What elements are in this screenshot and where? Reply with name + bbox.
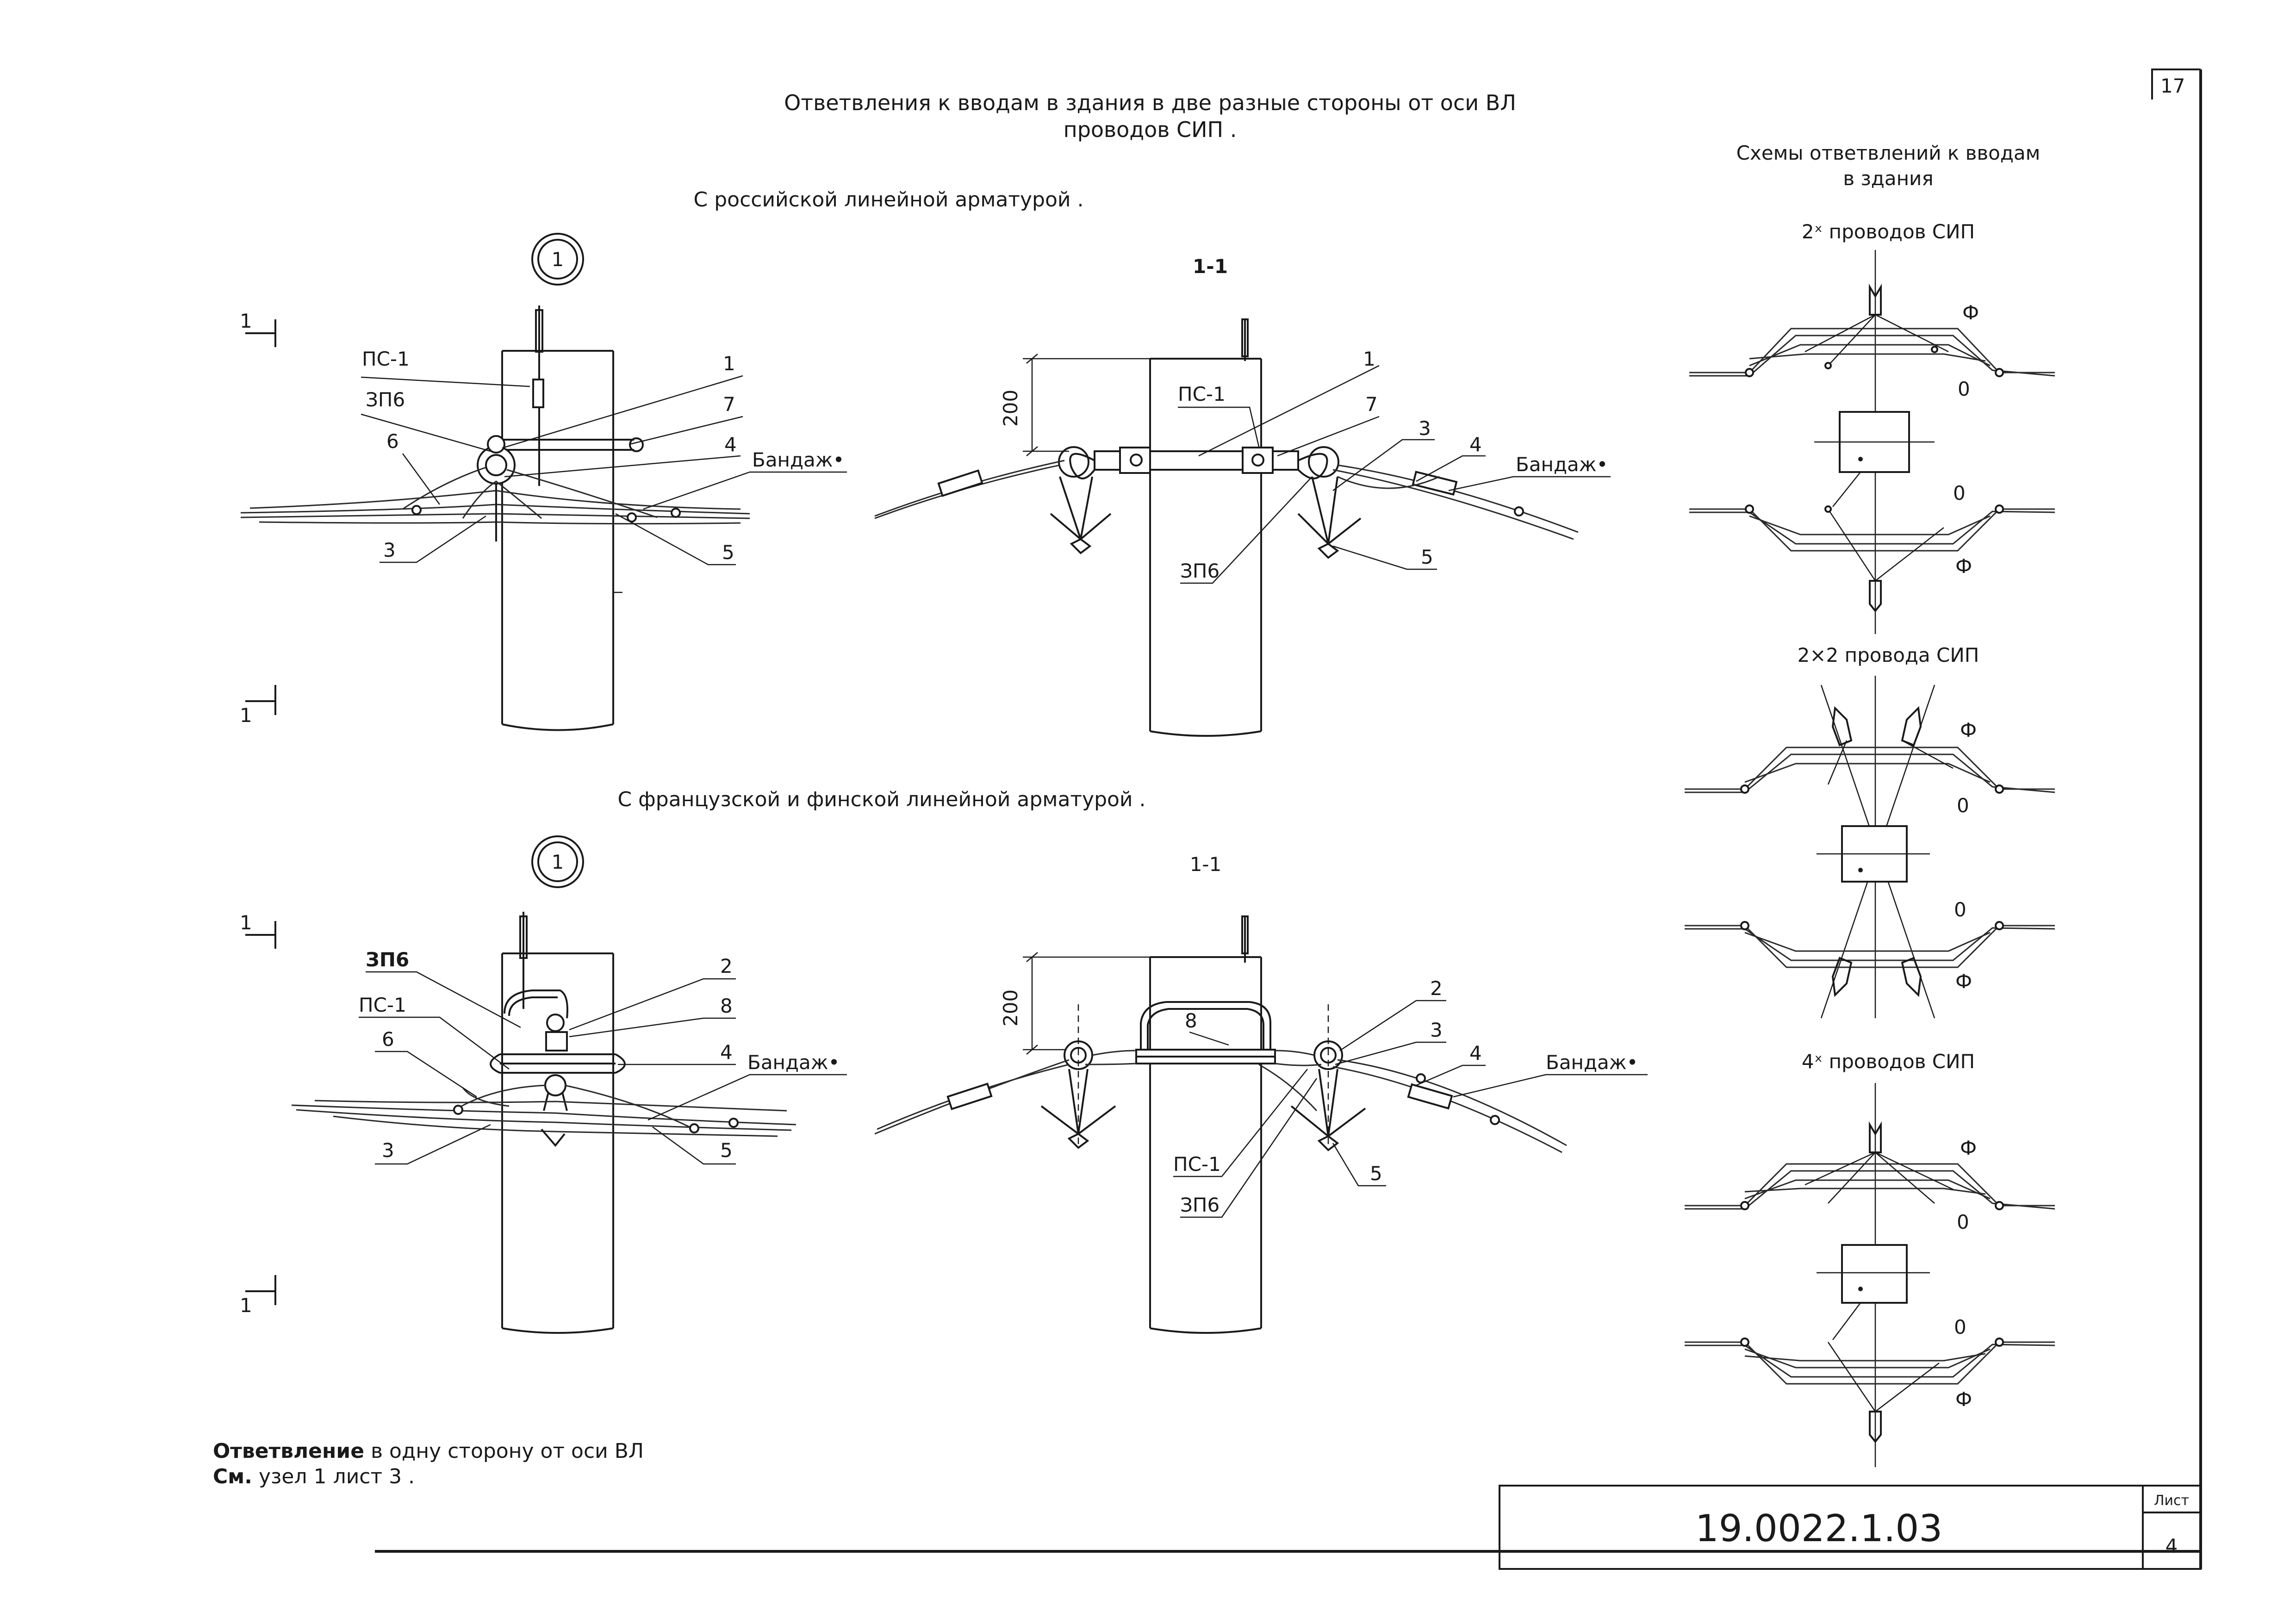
- russian-section-view: 1-1 200: [874, 255, 1611, 737]
- node-marker-number: 1: [552, 248, 564, 271]
- label-2: 2: [1430, 977, 1443, 1000]
- label-3: 3: [383, 539, 396, 561]
- label-5: 5: [720, 1139, 733, 1162]
- label-1: 1: [723, 352, 735, 375]
- document-code: 19.0022.1.03: [1695, 1507, 1942, 1550]
- label-zp6: ЗП6: [1180, 560, 1220, 582]
- symbol-zero: 0: [1958, 378, 1970, 400]
- symbol-zero: 0: [1953, 482, 1966, 504]
- node-marker: 1: [531, 835, 584, 888]
- scheme-2x2-title: 2×2 провода СИП: [1798, 644, 1979, 666]
- label-4: 4: [720, 1041, 733, 1064]
- label-ps1: ПС-1: [1178, 383, 1226, 405]
- symbol-zero: 0: [1957, 794, 1969, 817]
- section-russian-title: С российской линейной арматурой .: [694, 188, 1084, 212]
- label-ps1: ПС-1: [359, 994, 406, 1016]
- drawing-frame: [375, 68, 2202, 1570]
- label-4: 4: [1469, 433, 1482, 456]
- pole: [501, 350, 614, 731]
- node-marker: 1: [531, 233, 584, 286]
- label-zp6: ЗП6: [366, 948, 409, 971]
- dimension-200: 200: [999, 354, 1150, 456]
- symbol-zero: 0: [1954, 1316, 1966, 1338]
- page-title-line1: Ответвления к вводам в здания в две разн…: [784, 90, 1516, 115]
- label-bandage: Бандаж•: [1546, 1051, 1638, 1074]
- schemes-title-line1: Схемы ответвлений к вводам: [1736, 142, 2041, 164]
- label-3: 3: [1419, 417, 1431, 440]
- label-3: 3: [382, 1139, 394, 1162]
- dimension-200: 200: [999, 952, 1150, 1055]
- section-view-title: 1-1: [1190, 853, 1222, 876]
- scheme-2x2-wires: 2×2 провода СИП Ф 0 0 Ф: [1685, 644, 2055, 1019]
- symbol-zero: 0: [1954, 898, 1966, 921]
- label-3: 3: [1430, 1019, 1443, 1041]
- section-cut-mark-bottom: 1: [240, 1275, 276, 1317]
- label-8: 8: [1185, 1009, 1197, 1032]
- label-7: 7: [1365, 393, 1378, 416]
- label-5: 5: [1421, 546, 1433, 568]
- russian-front-view: 1 1 1: [240, 233, 847, 731]
- label-bandage: Бандаж•: [747, 1051, 840, 1074]
- sheet-label: Лист: [2154, 1493, 2189, 1509]
- symbol-phi: Ф: [1955, 1388, 1972, 1411]
- label-ps1: ПС-1: [1173, 1153, 1221, 1176]
- symbol-phi: Ф: [1960, 719, 1977, 741]
- label-6: 6: [382, 1028, 394, 1051]
- scheme-4x-wires: 4ˣ проводов СИП Ф 0 0 Ф: [1685, 1050, 2055, 1467]
- label-5: 5: [722, 541, 734, 564]
- french-section-view: 1-1 200: [874, 853, 1648, 1334]
- scheme-2x-title: 2ˣ проводов СИП: [1802, 220, 1975, 243]
- label-zp6: ЗП6: [366, 388, 405, 411]
- footnote-line2-bold: См.: [213, 1465, 252, 1488]
- footnote: Ответвление в одну сторону от оси ВЛ См.…: [213, 1439, 644, 1488]
- footnote-line1: Ответвление в одну сторону от оси ВЛ: [213, 1439, 644, 1463]
- section-view-title: 1-1: [1193, 255, 1228, 278]
- label-4: 4: [1469, 1042, 1482, 1064]
- label-7: 7: [723, 393, 735, 416]
- label-6: 6: [386, 430, 399, 453]
- section-french-title: С французской и финской линейной арматур…: [617, 788, 1145, 811]
- section-cut-label: 1: [240, 911, 252, 934]
- footnote-line1-rest: в одну сторону от оси ВЛ: [364, 1439, 644, 1463]
- footnote-line2-rest: узел 1 лист 3 .: [252, 1465, 415, 1488]
- scheme-4x-title: 4ˣ проводов СИП: [1802, 1050, 1975, 1073]
- section-cut-mark-top: 1: [240, 310, 276, 347]
- section-cut-label: 1: [240, 310, 252, 332]
- label-bandage: Бандаж•: [1516, 453, 1608, 476]
- label-bandage: Бандаж•: [752, 448, 844, 471]
- scheme-2x-wires: 2ˣ проводов СИП Ф 0: [1689, 220, 2055, 634]
- sheet-number: 4: [2165, 1535, 2178, 1557]
- label-4: 4: [724, 433, 737, 456]
- symbol-phi: Ф: [1955, 970, 1972, 993]
- footnote-line1-bold: Ответвление: [213, 1439, 364, 1463]
- schemes-title-line2: в здания: [1843, 167, 1933, 190]
- symbol-phi: Ф: [1960, 1137, 1977, 1159]
- section-cut-mark-top: 1: [240, 911, 276, 949]
- footnote-line2: См. узел 1 лист 3 .: [213, 1465, 415, 1488]
- symbol-phi: Ф: [1962, 301, 1979, 324]
- section-cut-label: 1: [240, 1294, 252, 1317]
- section-cut-label: 1: [240, 704, 252, 727]
- label-zp6: ЗП6: [1180, 1194, 1220, 1216]
- label-8: 8: [720, 995, 733, 1017]
- branch-schemes: Схемы ответвлений к вводам в здания 2ˣ п…: [1685, 142, 2055, 1467]
- section-cut-mark-bottom: 1: [240, 685, 276, 727]
- symbol-zero: 0: [1957, 1211, 1969, 1233]
- dimension-200-value: 200: [999, 989, 1022, 1027]
- label-2: 2: [720, 955, 733, 977]
- label-5: 5: [1370, 1162, 1382, 1185]
- page-title-line2: проводов СИП .: [1064, 117, 1237, 142]
- symbol-phi: Ф: [1955, 555, 1972, 578]
- label-ps1: ПС-1: [362, 348, 410, 370]
- french-front-view: 1 1 1: [240, 835, 847, 1334]
- sheet-corner-number: 17: [2160, 75, 2185, 97]
- node-marker-number: 1: [552, 851, 564, 873]
- label-1: 1: [1363, 348, 1375, 370]
- dimension-200-value: 200: [999, 390, 1022, 427]
